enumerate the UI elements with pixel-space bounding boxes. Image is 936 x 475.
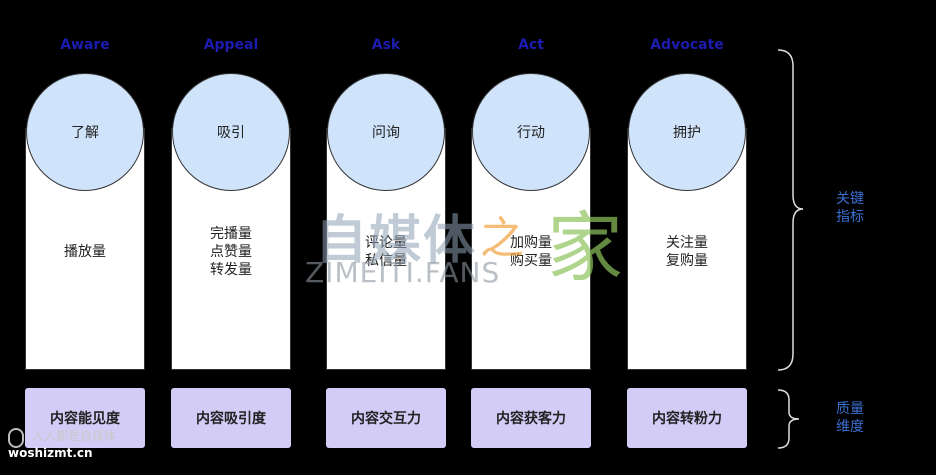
- metrics-ask: 评论量 私信量: [326, 234, 446, 270]
- metric-item: 私信量: [365, 253, 407, 269]
- metrics-act: 加购量 购买量: [471, 234, 591, 270]
- metric-item: 复购量: [666, 253, 708, 269]
- stage-action-label: 吸引: [217, 125, 245, 141]
- quality-box-aware: 内容能见度: [25, 388, 145, 448]
- stage-circle-appeal: 吸引: [172, 73, 290, 191]
- stage-action-label: 行动: [517, 125, 545, 141]
- stage-title-ask: Ask: [371, 37, 401, 53]
- side-label-key-metrics: 关键 指标: [836, 190, 864, 226]
- quality-box-ask: 内容交互力: [326, 388, 446, 448]
- stage-title-advocate: Advocate: [650, 37, 724, 53]
- metric-item: 完播量: [210, 226, 252, 242]
- quality-box-act: 内容获客力: [471, 388, 591, 448]
- metric-item: 评论量: [365, 235, 407, 251]
- quality-label: 内容转粉力: [652, 411, 722, 427]
- corner-watermark: 人人都是自媒体 woshizmt.cn: [8, 428, 116, 462]
- stage-circle-advocate: 拥护: [628, 73, 746, 191]
- metric-item: 关注量: [666, 235, 708, 251]
- corner-watermark-name: 人人都是自媒体: [32, 429, 117, 443]
- brace-key-metrics-icon: [777, 49, 804, 371]
- stage-title-aware: Aware: [60, 37, 110, 53]
- metric-item: 点赞量: [210, 244, 252, 260]
- quality-box-appeal: 内容吸引度: [171, 388, 291, 448]
- stage-circle-aware: 了解: [26, 73, 144, 191]
- side-label-line: 质量: [836, 401, 864, 417]
- stage-action-label: 拥护: [673, 125, 701, 141]
- metric-item: 转发量: [210, 262, 252, 278]
- stage-title-appeal: Appeal: [203, 37, 259, 53]
- metrics-appeal: 完播量 点赞量 转发量: [171, 225, 291, 279]
- stage-action-label: 问询: [372, 125, 400, 141]
- metric-item: 播放量: [64, 244, 106, 260]
- metric-item: 加购量: [510, 235, 552, 251]
- quality-label: 内容交互力: [351, 411, 421, 427]
- stage-title-act: Act: [518, 37, 544, 53]
- brace-quality-icon: [777, 389, 800, 449]
- stage-circle-act: 行动: [472, 73, 590, 191]
- corner-watermark-url: woshizmt.cn: [8, 446, 93, 460]
- metric-item: 购买量: [510, 253, 552, 269]
- quality-box-advocate: 内容转粉力: [627, 388, 747, 448]
- quality-label: 内容获客力: [496, 411, 566, 427]
- side-label-quality-dimension: 质量 维度: [836, 400, 864, 436]
- metrics-advocate: 关注量 复购量: [627, 234, 747, 270]
- microphone-icon: [8, 428, 24, 448]
- stage-action-label: 了解: [71, 125, 99, 141]
- side-label-line: 指标: [836, 209, 864, 225]
- metrics-aware: 播放量: [25, 243, 145, 261]
- quality-label: 内容能见度: [50, 411, 120, 427]
- quality-label: 内容吸引度: [196, 411, 266, 427]
- side-label-line: 关键: [836, 191, 864, 207]
- stage-circle-ask: 问询: [327, 73, 445, 191]
- side-label-line: 维度: [836, 419, 864, 435]
